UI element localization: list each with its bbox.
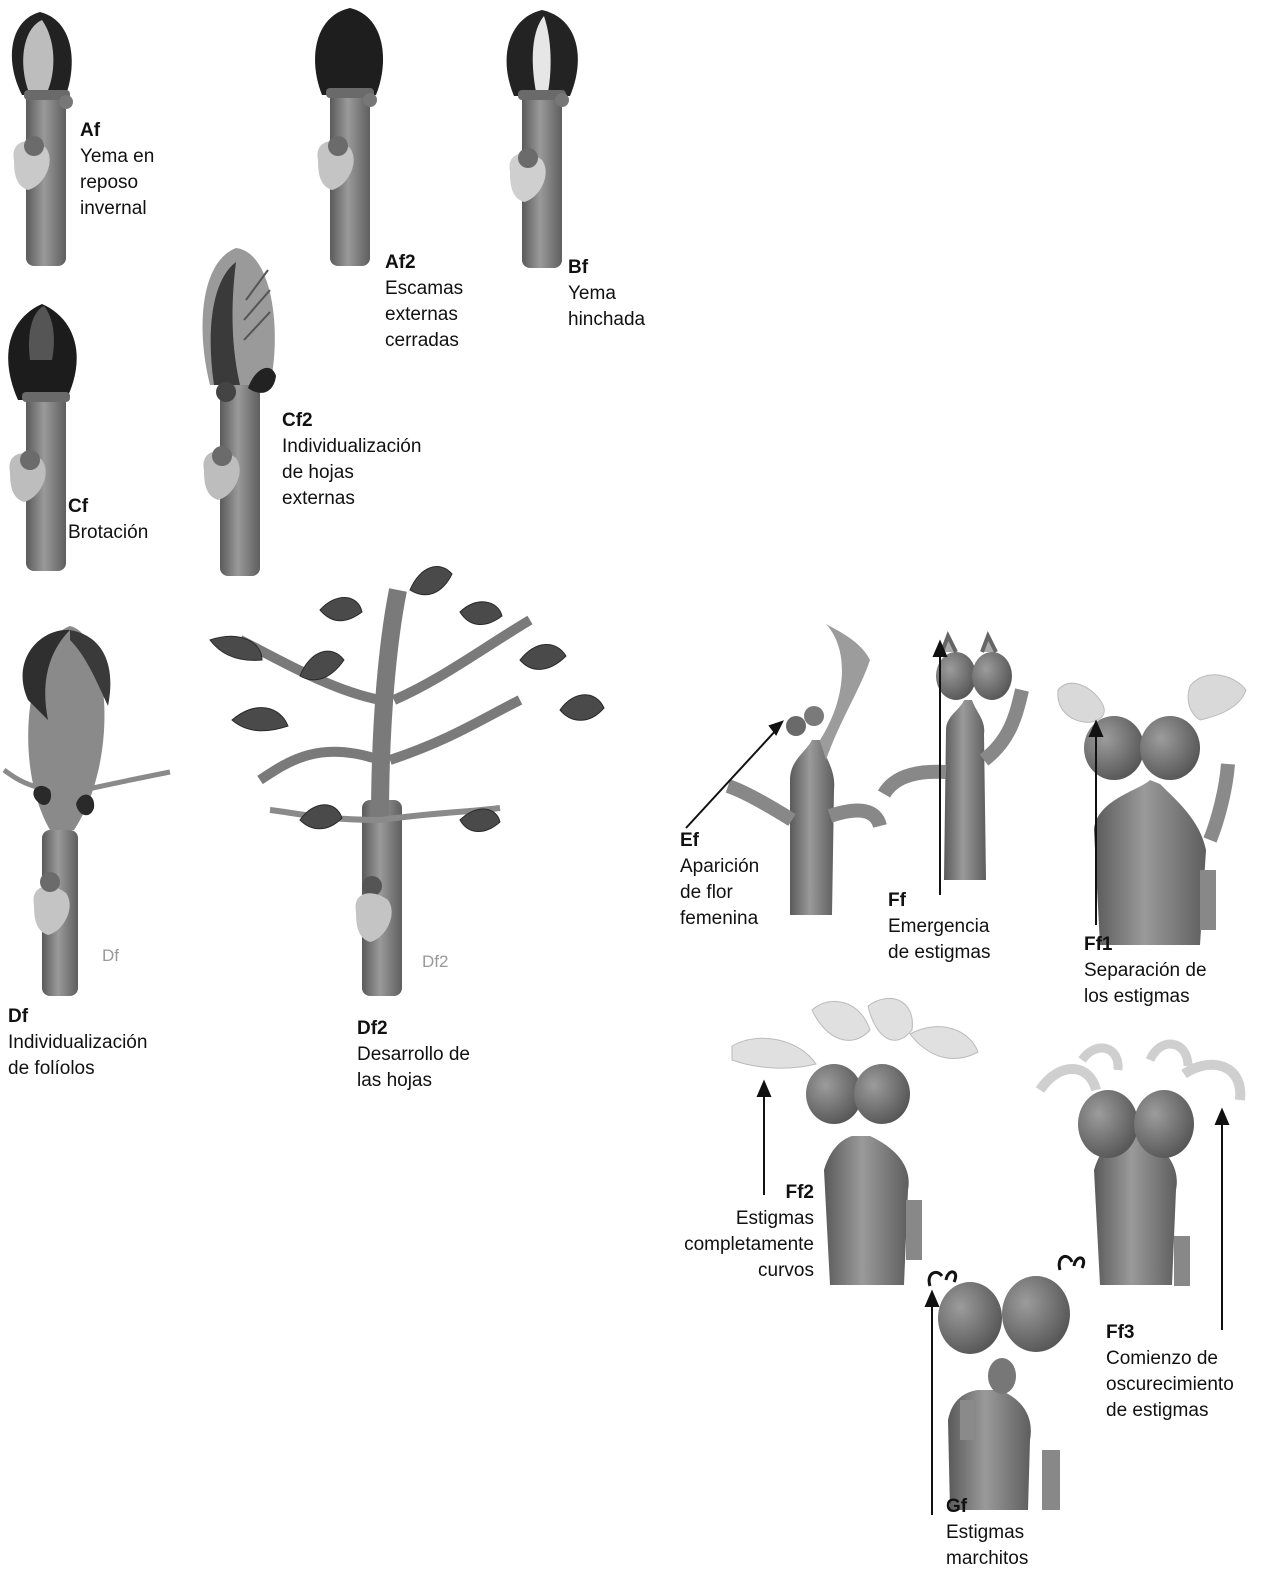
stage-af-drawing [12, 12, 73, 266]
stage-df2-drawing [210, 567, 604, 996]
stage-description: Desarrollo de las hojas [357, 1042, 470, 1094]
stage-gf-drawing [929, 1256, 1084, 1510]
stage-label-ef: Ef Aparición de flor femenina [680, 828, 759, 932]
stage-label-gf: Gf Estigmas marchitos [946, 1494, 1028, 1572]
stage-code: Bf [568, 255, 645, 281]
arrowhead-ef [770, 722, 782, 734]
stage-code: Ef [680, 828, 759, 854]
arrow-ef [686, 728, 778, 828]
stage-description: Yema en reposo invernal [80, 144, 154, 222]
stage-ff1-drawing [1058, 675, 1246, 945]
stage-code: Df2 [357, 1016, 470, 1042]
stage-label-ff1: Ff1 Separación de los estigmas [1084, 932, 1207, 1010]
stage-label-af2: Af2 Escamas externas cerradas [385, 250, 463, 354]
stage-label-ff: Ff Emergencia de estigmas [888, 888, 990, 966]
stage-label-df2: Df2 Desarrollo de las hojas [357, 1016, 470, 1094]
stage-label-ff3: Ff3 Comienzo de oscurecimiento de estigm… [1106, 1320, 1234, 1424]
stage-ff3-drawing [1040, 1044, 1240, 1286]
stage-label-af: Af Yema en reposo invernal [80, 118, 154, 222]
stage-af2-drawing [315, 8, 383, 266]
stage-description: Emergencia de estigmas [888, 914, 990, 966]
stage-code: Cf2 [282, 408, 421, 434]
stage-description: Separación de los estigmas [1084, 958, 1207, 1010]
stage-label-df: Df Individualización de folíolos [8, 1004, 147, 1082]
stage-code: Cf [68, 494, 148, 520]
stage-label-ff2: Ff2 Estigmas completamente curvos [640, 1180, 814, 1284]
stage-description: Comienzo de oscurecimiento de estigmas [1106, 1346, 1234, 1424]
stage-label-bf: Bf Yema hinchada [568, 255, 645, 333]
stage-df-drawing [4, 626, 170, 996]
stage-code: Df [8, 1004, 147, 1030]
image-mark-df2: Df2 [422, 952, 448, 972]
stage-code: Ff [888, 888, 990, 914]
stage-code: Af [80, 118, 154, 144]
arrowhead-gf [926, 1292, 938, 1306]
stage-code: Af2 [385, 250, 463, 276]
stage-bf-drawing [507, 10, 578, 268]
stage-cf-drawing [8, 304, 77, 571]
stage-code: Gf [946, 1494, 1028, 1520]
image-mark-df: Df [102, 946, 119, 966]
stage-description: Yema hinchada [568, 281, 645, 333]
stage-label-cf2: Cf2 Individualización de hojas externas [282, 408, 421, 512]
stage-description: Individualización de folíolos [8, 1030, 147, 1082]
stage-code: Ff1 [1084, 932, 1207, 958]
stage-ff-drawing [884, 636, 1022, 880]
stage-code: Ff3 [1106, 1320, 1234, 1346]
stage-description: Estigmas completamente curvos [640, 1206, 814, 1284]
stage-description: Escamas externas cerradas [385, 276, 463, 354]
stage-description: Estigmas marchitos [946, 1520, 1028, 1572]
stage-code: Ff2 [640, 1180, 814, 1206]
stage-description: Aparición de flor femenina [680, 854, 759, 932]
stage-label-cf: Cf Brotación [68, 494, 148, 546]
stage-cf2-drawing [203, 248, 276, 576]
stage-description: Brotación [68, 520, 148, 546]
stage-description: Individualización de hojas externas [282, 434, 421, 512]
arrowhead-ff3 [1216, 1110, 1228, 1124]
arrowhead-ff2 [758, 1082, 770, 1096]
